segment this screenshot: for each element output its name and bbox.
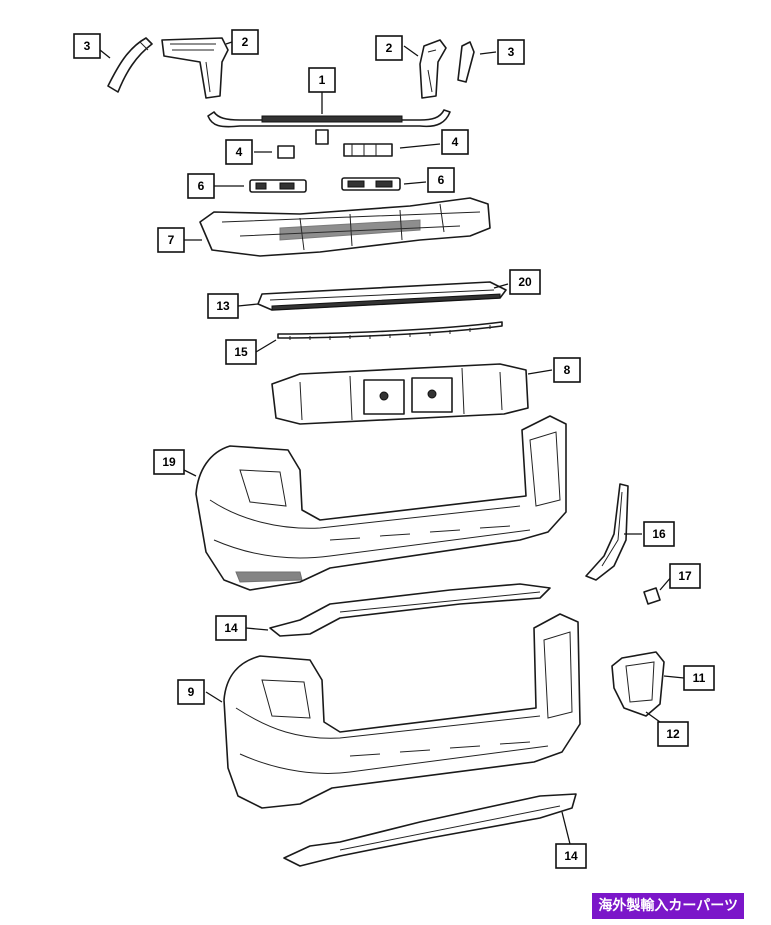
callout-8: 8 [553, 357, 581, 383]
part-11-12-corner-bracket [611, 651, 665, 717]
part-14-lower-skid-plate [283, 793, 577, 867]
part-13-step-pad [257, 281, 507, 311]
svg-text:20: 20 [518, 275, 532, 289]
svg-text:11: 11 [693, 671, 706, 685]
svg-text:12: 12 [666, 727, 680, 741]
part-14-upper-deflector [269, 583, 551, 637]
callout-7: 7 [157, 227, 185, 253]
svg-text:3: 3 [508, 45, 515, 59]
callout-3-right: 3 [497, 39, 525, 65]
svg-text:17: 17 [678, 569, 692, 583]
svg-text:15: 15 [234, 345, 248, 359]
part-4-clips [277, 143, 393, 159]
callout-16: 16 [643, 521, 675, 547]
part-7-absorber [199, 197, 491, 257]
callout-12: 12 [657, 721, 689, 747]
part-15-trim-strip [277, 321, 503, 340]
svg-text:4: 4 [452, 135, 459, 149]
callout-14-upper: 14 [215, 615, 247, 641]
callout-2-left: 2 [231, 29, 259, 55]
svg-text:1: 1 [319, 73, 326, 87]
part-3-left-bracket [107, 37, 153, 93]
callout-4-left: 4 [225, 139, 253, 165]
part-3-right-bracket [457, 41, 475, 83]
callout-9: 9 [177, 679, 205, 705]
callout-20: 20 [509, 269, 541, 295]
callout-13: 13 [207, 293, 239, 319]
callout-4-right: 4 [441, 129, 469, 155]
callout-19: 19 [153, 449, 185, 475]
part-2-left-bracket [161, 37, 229, 99]
callout-6-left: 6 [187, 173, 215, 199]
watermark-badge: 海外製輸入カーパーツ [592, 893, 744, 919]
svg-text:3: 3 [84, 39, 91, 53]
part-17-clip [643, 587, 661, 605]
part-16-side-bracket [585, 483, 629, 581]
callout-2-right: 2 [375, 35, 403, 61]
svg-text:19: 19 [162, 455, 176, 469]
svg-text:13: 13 [216, 299, 230, 313]
callout-1: 1 [308, 67, 336, 93]
part-9-lower-fascia [223, 613, 581, 809]
callout-3-left: 3 [73, 33, 101, 59]
svg-text:6: 6 [438, 173, 445, 187]
callout-11: 11 [683, 665, 715, 691]
svg-text:16: 16 [652, 527, 666, 541]
svg-text:7: 7 [168, 233, 175, 247]
svg-text:8: 8 [564, 363, 571, 377]
part-19-upper-fascia [195, 415, 567, 591]
part-6-pads [249, 177, 401, 193]
callout-15: 15 [225, 339, 257, 365]
callout-17: 17 [669, 563, 701, 589]
svg-text:4: 4 [236, 145, 243, 159]
svg-text:6: 6 [198, 179, 205, 193]
svg-text:2: 2 [386, 41, 393, 55]
part-1-bar [207, 109, 451, 145]
callout-6-right: 6 [427, 167, 455, 193]
leader-lines [99, 41, 685, 845]
svg-text:14: 14 [224, 621, 238, 635]
part-8-plate-panel [271, 363, 529, 425]
part-2-right-bracket [419, 39, 447, 99]
svg-text:14: 14 [564, 849, 578, 863]
callout-14-lower: 14 [555, 843, 587, 869]
svg-text:2: 2 [242, 35, 249, 49]
svg-text:9: 9 [188, 685, 195, 699]
